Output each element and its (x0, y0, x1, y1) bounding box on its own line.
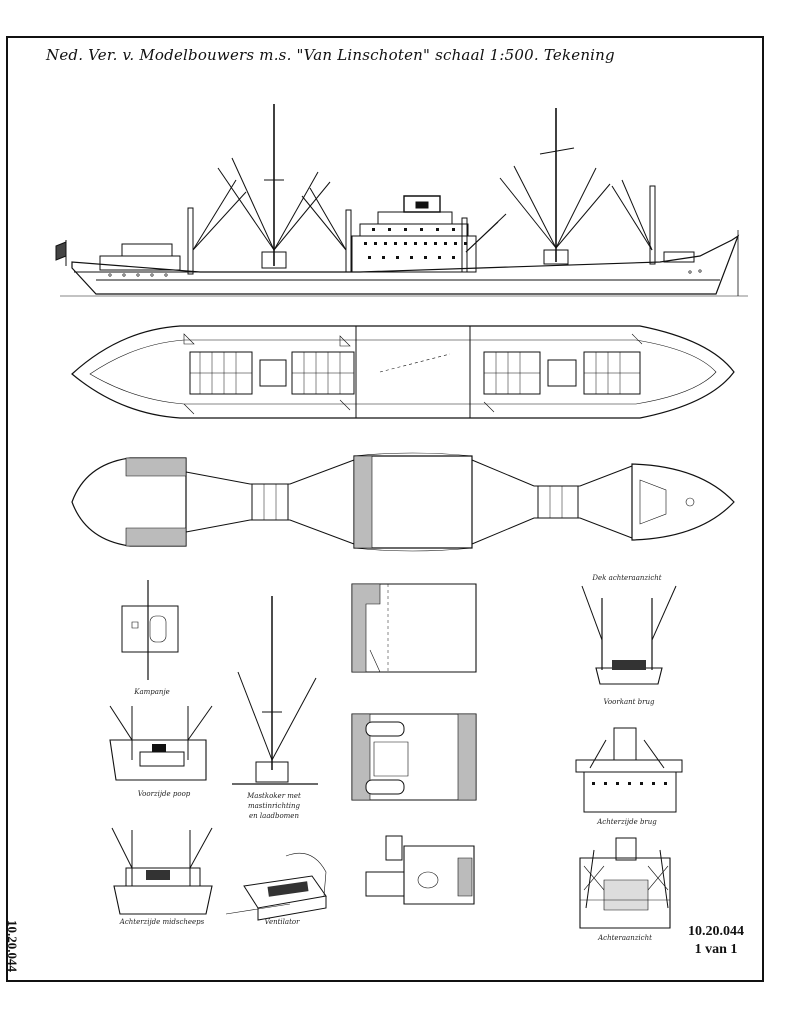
detail-kampanje (122, 580, 178, 680)
caption-achterzijde-brug: Achterzijde brug (597, 818, 657, 826)
caption-voorzijde-poop: Voorzijde poop (137, 790, 191, 798)
side-profile-view (56, 104, 748, 296)
caption-mastkoker-1: Mastkoker met (247, 792, 301, 800)
portholes (109, 270, 701, 276)
caption-dek-achteraanzicht: Dek achteraanzicht (592, 574, 662, 582)
detail-luik (226, 853, 326, 920)
main-deck-plan-view (72, 326, 734, 418)
detail-achteraanzicht-right (580, 838, 670, 928)
side-drawing-number: 10.20.044 (5, 912, 30, 982)
superstructure-plan-view (72, 453, 734, 551)
detail-ventilator (366, 836, 474, 904)
detail-mastkoker (232, 596, 318, 784)
sheet-count: 1 van 1 (694, 942, 738, 957)
drawing-frame (6, 36, 764, 982)
detail-bridge-plan-a (352, 584, 476, 672)
drawing-title: Ned. Ver. v. Modelbouwers m.s. "Van Lins… (46, 46, 615, 64)
side-drawing-number-text: 10.20.044 (5, 920, 20, 972)
detail-bridge-plan-b (352, 714, 476, 800)
caption-achter-midscheeps: Achterzijde midscheeps (119, 918, 205, 926)
detail-dek-achteraanzicht (582, 586, 676, 684)
detail-voorzijde-poop (110, 706, 212, 780)
caption-mastkoker-3: en laadbomen (249, 812, 299, 820)
drawing-number: 10.20.044 (688, 924, 744, 939)
caption-achteraanzicht: Achteraanzicht (598, 934, 652, 942)
detail-achterzijde-brug (576, 728, 682, 812)
caption-kampanje: Kampanje (134, 688, 170, 696)
caption-luik: Ventilator (264, 918, 300, 926)
caption-voorkant-brug: Voorkant brug (603, 698, 655, 706)
caption-mastkoker-2: mastinrichting (247, 802, 301, 810)
detail-achteraanzicht-left (112, 828, 212, 914)
superstructure-windows (364, 228, 467, 259)
